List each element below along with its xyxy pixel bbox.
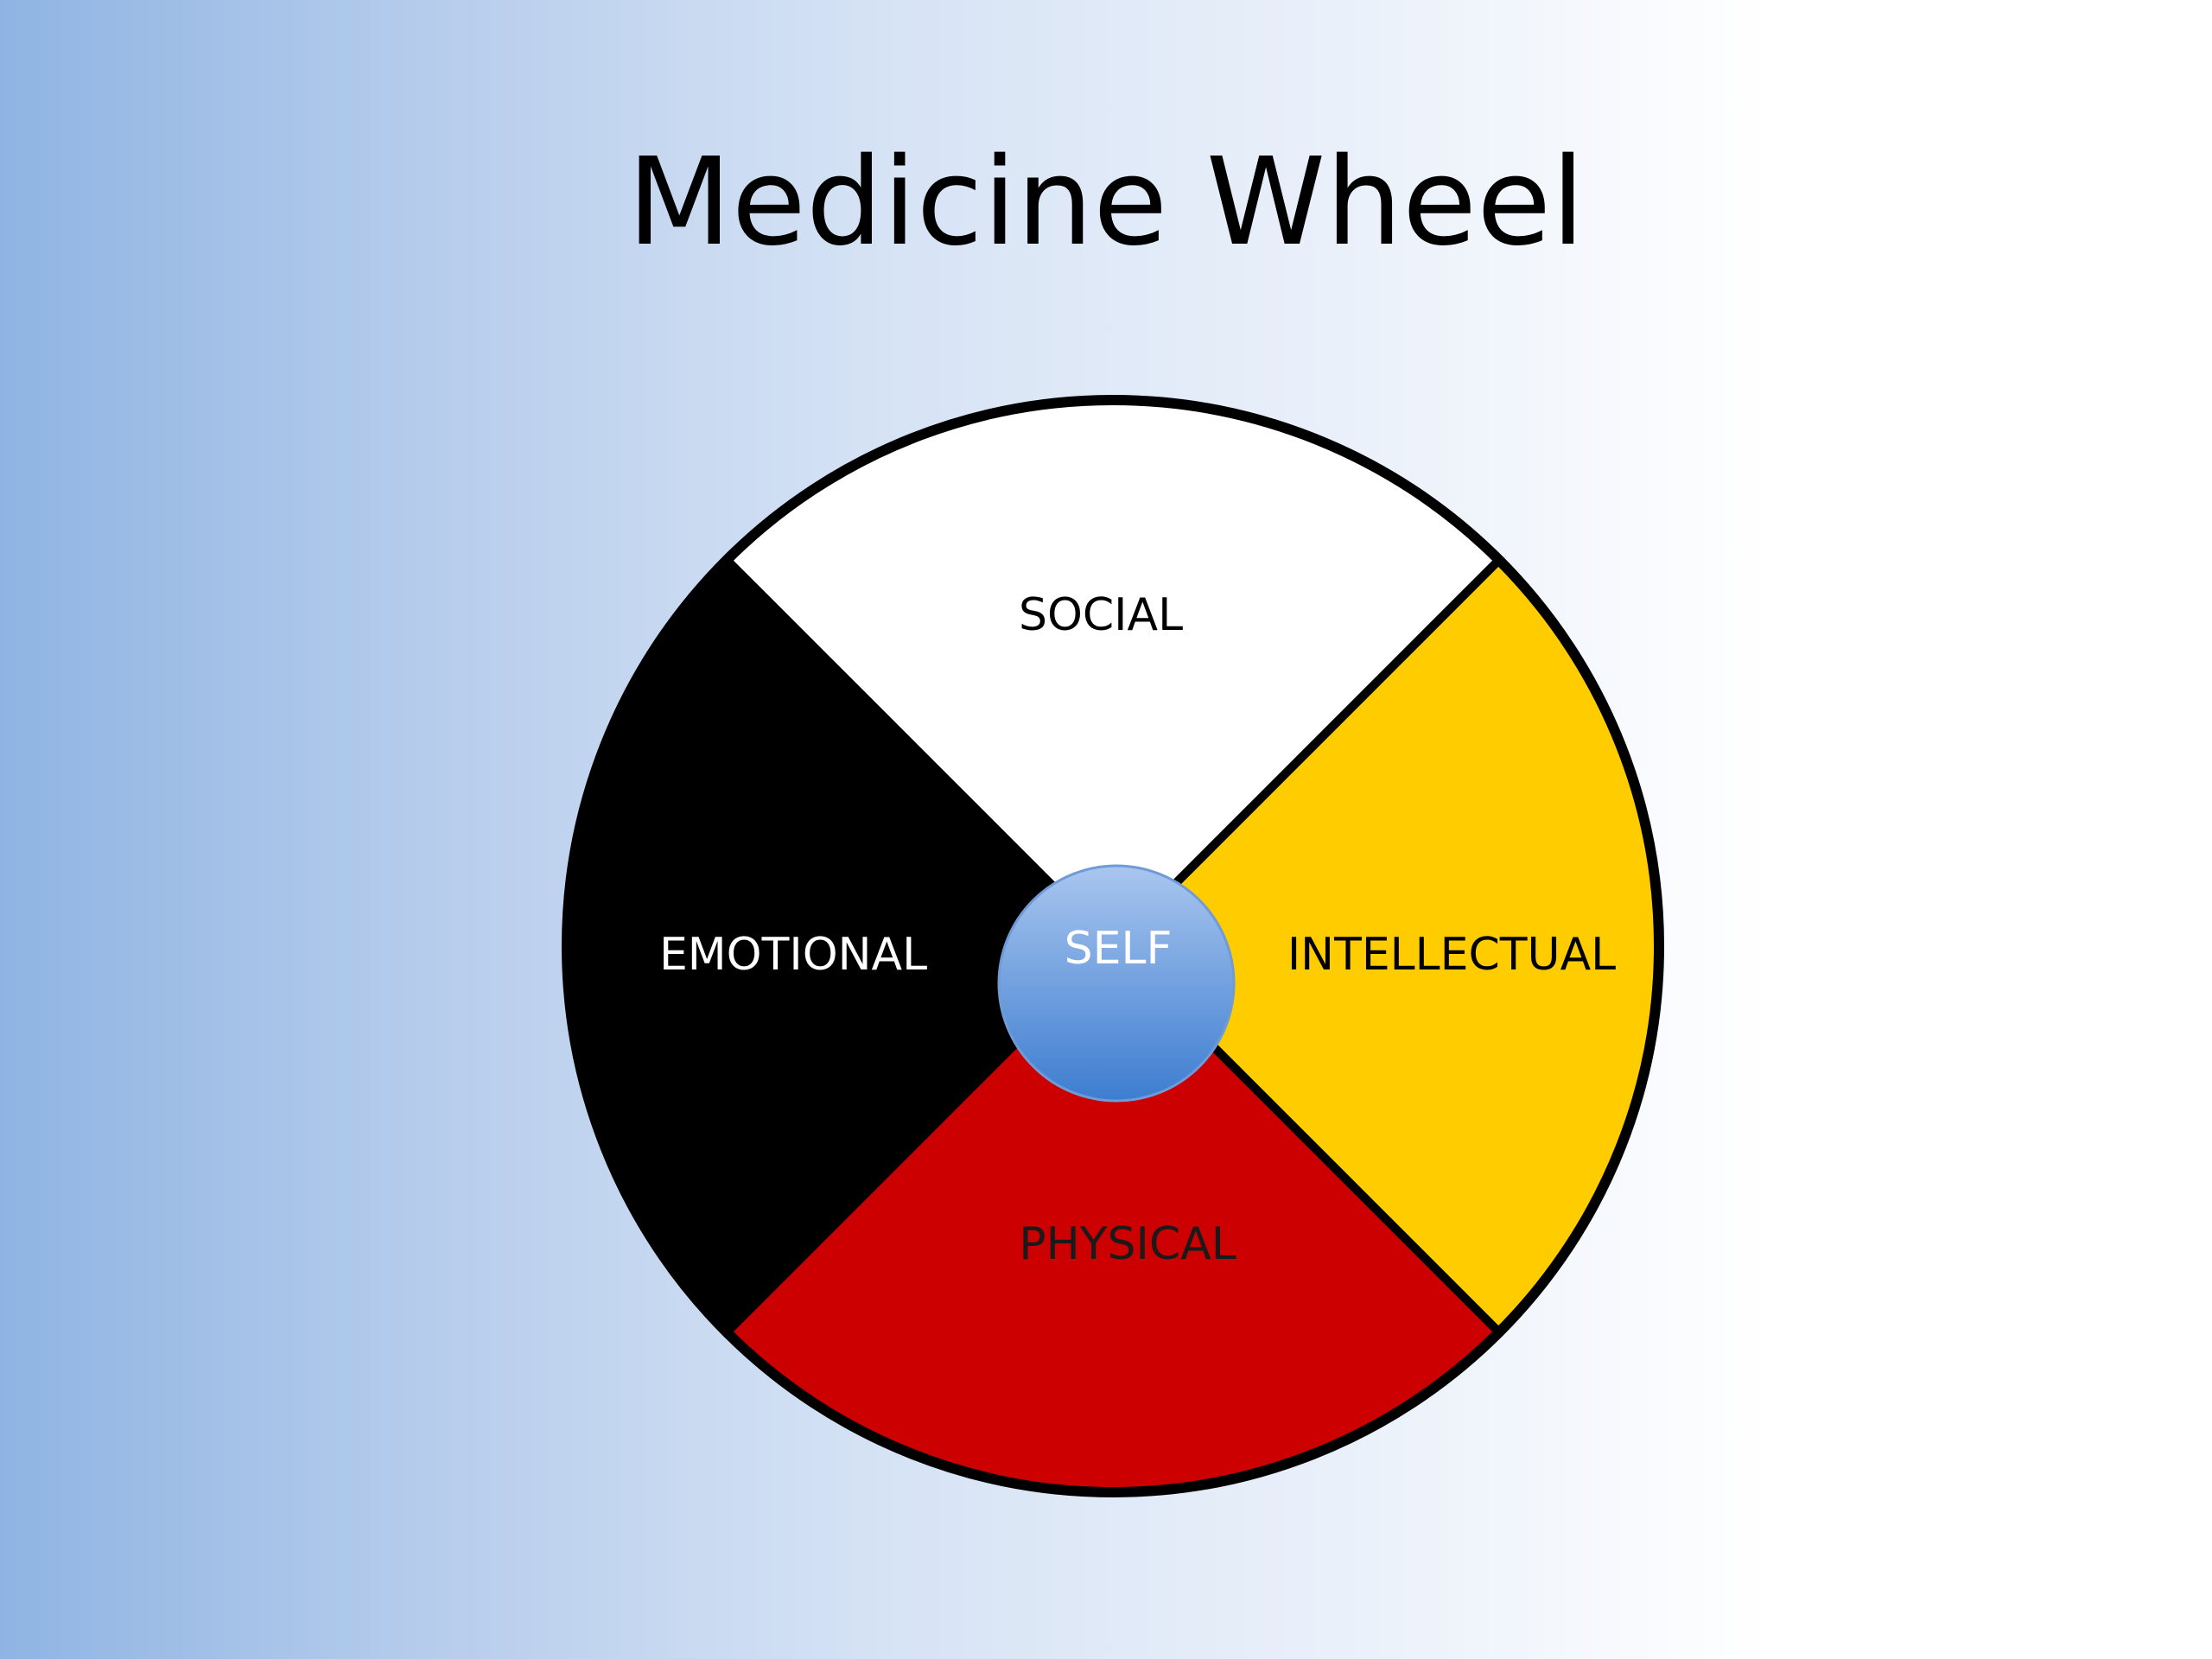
self-circle: [997, 864, 1236, 1103]
quadrant-label-intellectual: INTELLECTUAL: [1287, 929, 1616, 981]
quadrant-label-physical: PHYSICAL: [1019, 1218, 1236, 1270]
slide-title: Medicine Wheel: [626, 132, 1586, 273]
quadrant-label-emotional: EMOTIONAL: [659, 929, 927, 981]
quadrant-label-social: SOCIAL: [1019, 589, 1183, 641]
self-label: SELF: [1065, 923, 1173, 975]
wheel-outline: [562, 395, 1664, 1497]
